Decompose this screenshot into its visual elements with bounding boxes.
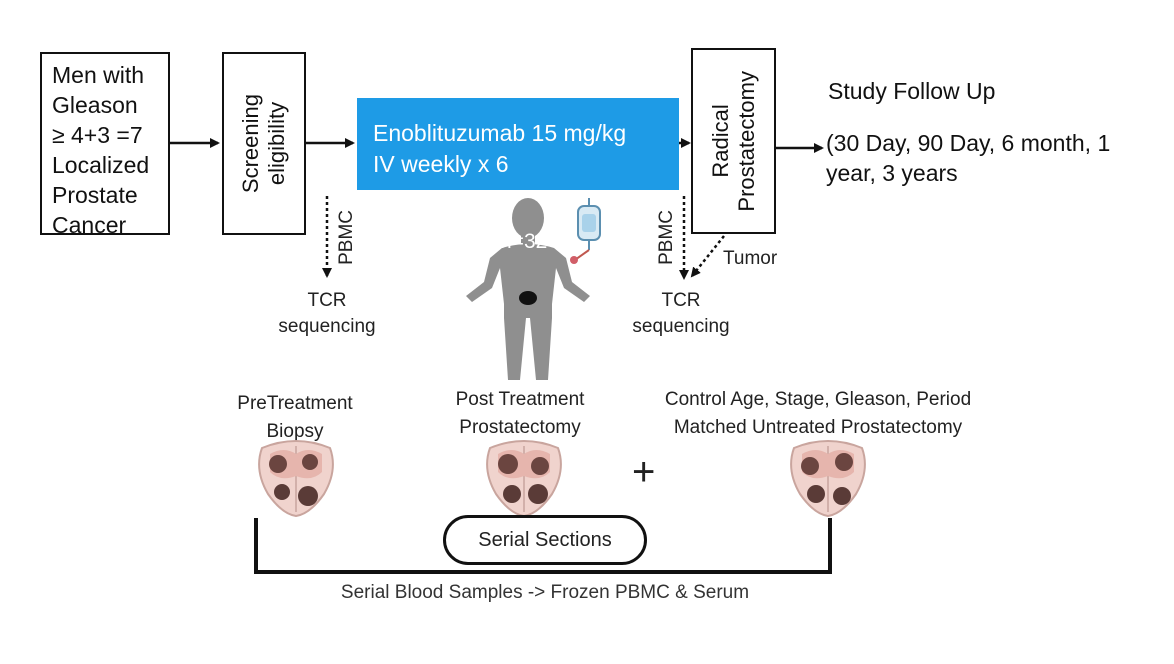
surgery-box: Radical Prostatectomy	[691, 48, 776, 234]
patient-pelvis-mark	[519, 291, 537, 305]
posttreatment-label: Post Treatment Prostatectomy	[420, 386, 620, 442]
tcr-right-label: TCR sequencing	[616, 288, 746, 340]
follow-up-title: Study Follow Up	[828, 78, 996, 104]
screening-box: Screening eligibility	[222, 52, 306, 235]
pretreatment-line: Biopsy	[266, 421, 324, 442]
control-line: Control Age, Stage, Gleason, Period	[664, 389, 972, 410]
eligibility-text: Men with Gleason ≥ 4+3 =7 Localized Pros…	[52, 60, 149, 240]
control-label: Control Age, Stage, Gleason, Period Matc…	[628, 386, 1008, 442]
posttreatment-line: Prostatectomy	[459, 417, 581, 438]
serial-blood-label: Serial Blood Samples -> Frozen PBMC & Se…	[340, 582, 750, 603]
prostate-posttreatment-icon	[486, 440, 562, 518]
eligibility-line: Localized	[52, 152, 150, 178]
drug-schedule-text: IV weekly x 6	[373, 151, 509, 177]
patient-silhouette-icon	[466, 198, 590, 380]
tcr-left-label: TCR sequencing	[262, 288, 392, 340]
eligibility-line: ≥ 4+3 =7	[52, 122, 143, 148]
tcr-right-line: TCR	[661, 290, 701, 311]
iv-bag-icon	[570, 198, 601, 264]
eligibility-line: Gleason	[52, 92, 138, 118]
eligibility-line: Men with	[52, 62, 145, 88]
pretreatment-label: PreTreatment Biopsy	[210, 390, 380, 446]
tcr-left-line: TCR	[307, 290, 347, 311]
eligibility-box: Men with Gleason ≥ 4+3 =7 Localized Pros…	[40, 52, 170, 238]
posttreatment-line: Post Treatment	[455, 389, 585, 410]
tcr-right-line: sequencing	[632, 316, 730, 337]
drug-regimen-box: Enoblituzumab 15 mg/kg IV weekly x 6	[357, 98, 679, 190]
patient-count: n=32	[500, 230, 548, 253]
prostate-pretreatment-icon	[258, 440, 334, 518]
eligibility-line: Prostate	[52, 182, 138, 208]
tcr-left-line: sequencing	[278, 316, 376, 337]
follow-up-detail: (30 Day, 90 Day, 6 month, 1 year, 3 year…	[826, 130, 1111, 186]
control-line: Matched Untreated Prostatectomy	[673, 417, 963, 438]
prostate-control-icon	[790, 440, 866, 518]
eligibility-line: Cancer	[52, 212, 127, 238]
arrow-tumor-dotted	[690, 235, 725, 278]
drug-dose-text: Enoblituzumab 15 mg/kg	[373, 120, 627, 146]
pretreatment-line: PreTreatment	[237, 393, 353, 414]
serial-sections-pill: Serial Sections	[443, 515, 647, 565]
plus-sign: +	[632, 450, 656, 494]
serial-bracket	[254, 518, 832, 574]
tumor-label: Tumor	[723, 248, 778, 269]
